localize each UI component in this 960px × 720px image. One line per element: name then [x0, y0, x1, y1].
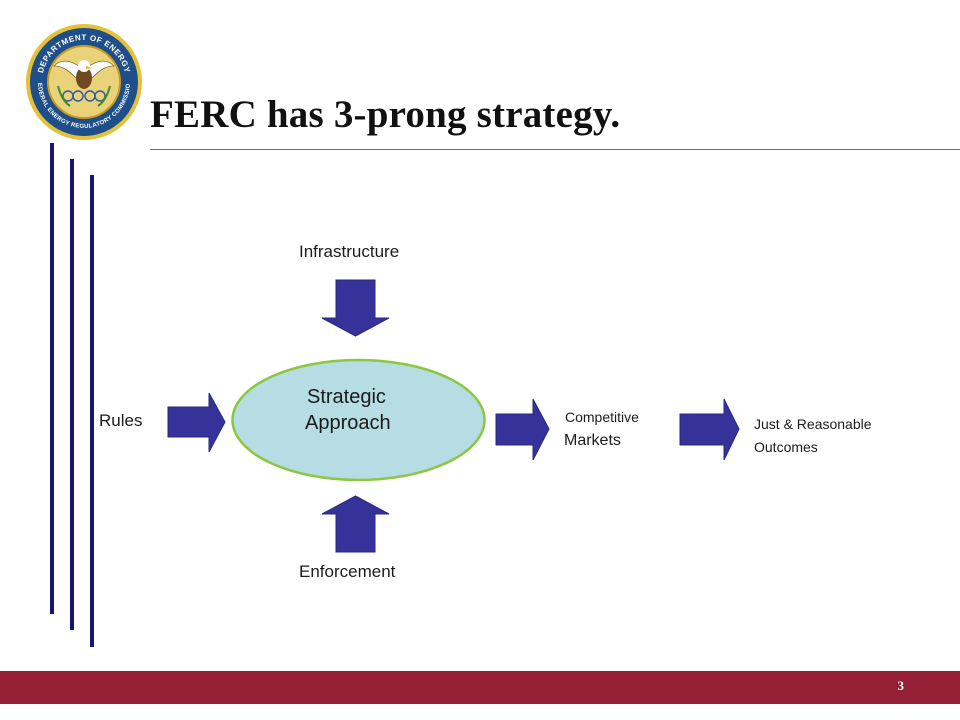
decorative-vertical-line-3 [90, 175, 94, 647]
label-infrastructure: Infrastructure [299, 242, 400, 261]
footer-bar: 3 [0, 671, 960, 704]
down-arrow-icon [321, 279, 390, 337]
ferc-seal-icon: DEPARTMENT OF ENERGY FEDERAL ENERGY REGU… [24, 22, 142, 140]
right-arrow-icon-outcomes [679, 398, 740, 461]
label-enforcement: Enforcement [299, 562, 396, 581]
diagram-canvas [167, 279, 740, 553]
label-outcomes: Outcomes [754, 439, 818, 455]
right-arrow-icon-rules [167, 392, 226, 453]
page-number: 3 [897, 678, 905, 693]
label-rules: Rules [99, 411, 143, 430]
up-arrow-icon [321, 495, 390, 553]
title-divider [150, 149, 960, 150]
decorative-vertical-line-1 [50, 143, 54, 614]
strategic-approach-ellipse [231, 358, 486, 482]
label-strategic: Strategic [307, 386, 386, 408]
label-approach: Approach [305, 412, 391, 434]
slide-title: FERC has 3-prong strategy. [150, 93, 621, 136]
label-just-reasonable: Just & Reasonable [754, 416, 872, 432]
decorative-vertical-line-2 [70, 159, 74, 630]
right-arrow-icon-markets [495, 398, 550, 461]
label-competitive: Competitive [565, 409, 639, 425]
label-markets: Markets [564, 432, 621, 449]
